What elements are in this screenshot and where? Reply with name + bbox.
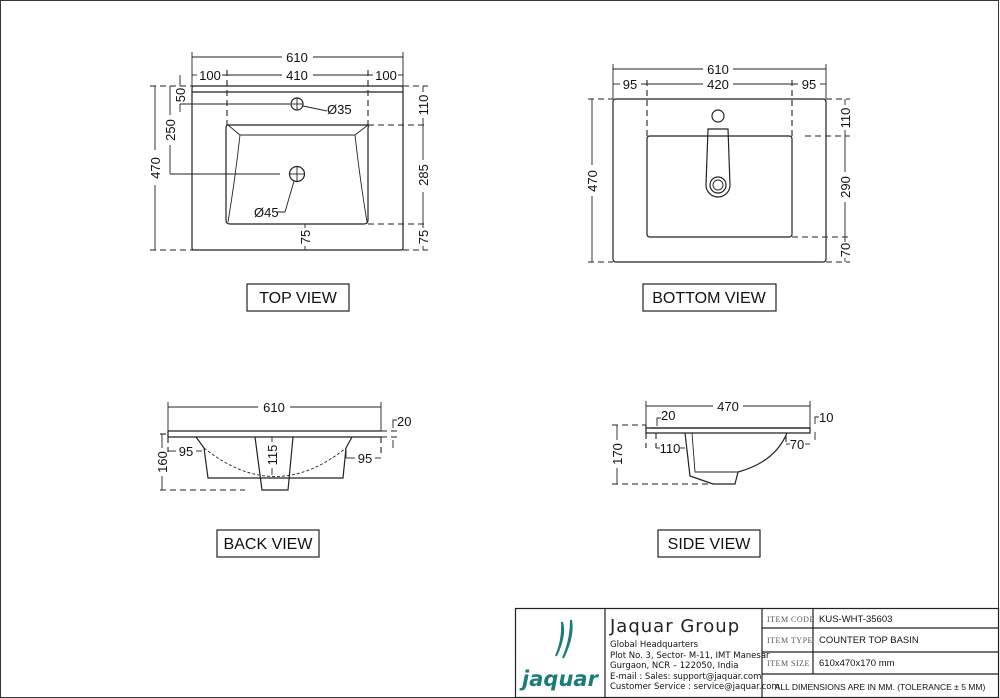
dimension-label: ITEM CODE: [767, 615, 815, 624]
drain-hole-label: Ø45: [254, 205, 279, 220]
dimension-label: 115: [265, 445, 280, 466]
item-type: COUNTER TOP BASIN: [819, 635, 919, 646]
drawing-line: [691, 432, 738, 473]
top-view-label-box: [246, 283, 350, 312]
drawing-line: [712, 179, 724, 191]
title-block: jaquar Jaquar Group Global Headquarters …: [514, 607, 1000, 698]
drawing-line: [254, 436, 294, 491]
dimension-label: 20: [661, 408, 675, 423]
dimension-label: 100: [199, 68, 221, 83]
back-view: 610 160 95 95 115 20: [155, 400, 411, 491]
top-view-bowl: [225, 124, 369, 225]
dimension-label: 95: [623, 77, 637, 92]
dimension-label: Global Headquarters: [610, 640, 699, 650]
tolerance-note: ALL DIMENSIONS ARE IN MM. (TOLERANCE ± 5…: [775, 682, 986, 692]
dimension-label: 20: [397, 414, 411, 429]
back-view-label: BACK VIEW: [224, 536, 314, 553]
drawing-line: [612, 98, 827, 263]
dimension-label: 110: [416, 95, 431, 116]
dimension-label: E-mail : Sales: support@jaquar.com: [610, 672, 761, 682]
drawing-line: [302, 105, 328, 112]
dimension-label: 110: [838, 108, 853, 129]
dimension-label: 420: [707, 77, 729, 92]
dimension-label: ITEM TYPE: [767, 636, 813, 645]
dimension-label: 290: [838, 176, 853, 198]
side-view-label-box: [657, 529, 761, 558]
side-view: 470 170 20 110 70 10: [610, 399, 833, 485]
drawing-line: [227, 124, 369, 136]
dimension-label: 95: [802, 77, 816, 92]
drawing-line: [709, 176, 727, 194]
dimension-label: 160: [155, 451, 170, 473]
dimension-label: 470: [148, 157, 163, 179]
dimension-label: 610: [707, 62, 729, 77]
bottom-view: 610 95 420 95 470 110 290 70: [585, 62, 853, 263]
back-view-label-box: [216, 529, 320, 558]
drawing-line: [227, 134, 368, 223]
dimension-label: jaquar: [519, 667, 600, 691]
dimension-label: 410: [286, 68, 308, 83]
side-view-label: SIDE VIEW: [668, 536, 752, 553]
dimension-label: 110: [660, 441, 681, 456]
drawing-line: [195, 436, 353, 479]
drawing-line: [684, 432, 788, 485]
dimension-label: Gurgaon, NCR – 122050, India: [610, 661, 738, 671]
tap-hole: [711, 109, 725, 123]
dimension-label: 95: [179, 444, 193, 459]
top-view-outline: [191, 85, 404, 251]
spout: [705, 128, 731, 198]
dimension-label: 70: [838, 243, 853, 257]
dimension-label: ITEM SIZE: [767, 659, 810, 668]
jaquar-logo: jaquar: [519, 619, 600, 691]
dimension-label: 70: [790, 437, 804, 452]
top-view: 610 100 410 100 470 250 50 110 285 75 75…: [148, 50, 431, 251]
dimension-label: 170: [610, 443, 625, 465]
dimension-label: 50: [173, 88, 188, 102]
drawing-line: [203, 447, 347, 477]
drawing-line: [645, 425, 811, 434]
drawing-line: [555, 621, 565, 657]
dimension-label: 10: [819, 410, 833, 425]
dimension-label: 95: [358, 451, 372, 466]
dimension-label: 470: [717, 399, 739, 414]
dim-overall-width: 610: [286, 50, 308, 65]
drawing-line: [562, 619, 573, 659]
drawing-line: [276, 180, 295, 213]
dimension-label: 100: [375, 68, 397, 83]
dimension-label: 250: [163, 119, 178, 141]
dimension-label: Plot No. 3, Sector- M-11, IMT Manesar: [610, 651, 770, 661]
tap-hole-label: Ø35: [327, 102, 352, 117]
dimension-label: Customer Service : service@jaquar.com: [610, 682, 780, 692]
bottom-view-bowl: [646, 135, 793, 238]
bottom-view-label-box: [642, 283, 777, 312]
top-view-label: TOP VIEW: [259, 290, 338, 307]
dimension-label: 285: [416, 164, 431, 186]
bottom-view-label: BOTTOM VIEW: [652, 290, 766, 307]
dimension-label: 470: [585, 170, 600, 192]
dimension-label: 75: [298, 230, 313, 244]
item-code: KUS-WHT-35603: [819, 614, 892, 625]
dimension-label: 610: [263, 400, 285, 415]
company-name: Jaquar Group: [609, 616, 740, 637]
item-size: 610x470x170 mm: [819, 658, 895, 669]
dimension-label: 75: [416, 230, 431, 244]
drawing-line: [656, 417, 661, 426]
drawing-line: [814, 416, 819, 424]
drawing-line: [392, 419, 397, 428]
